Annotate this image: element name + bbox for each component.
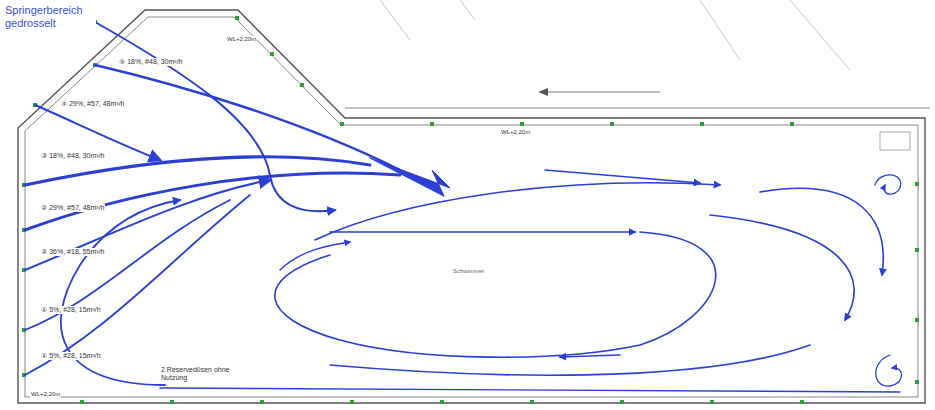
nozzle-label: ② 29%, #57, 48m³/h xyxy=(40,204,105,212)
nozzle-label: ④ 29%, #57, 48m³/h xyxy=(60,100,125,108)
level-label: WL+2,20m xyxy=(500,129,531,136)
nozzle-label: ② 36%, #18, 55m³/h xyxy=(40,248,105,256)
flow-arrows xyxy=(25,22,902,392)
level-label: WL+2,20m xyxy=(30,391,61,398)
area-note: Springerbereich gedrosselt xyxy=(4,4,96,29)
pool-outline xyxy=(18,10,930,403)
nozzle-label: ① 5%, #28, 15m³/h xyxy=(40,306,102,314)
area-label: Schwimmer xyxy=(452,268,485,275)
nozzle-label: ⑤ 18%, #48, 30m³/h xyxy=(118,58,183,66)
reserve-note: 2 Reservedüsen ohne Nutzung xyxy=(160,366,232,382)
site-lines xyxy=(380,0,850,70)
nozzle-label: ③ 18%, #48, 30m³/h xyxy=(40,152,105,160)
inlet-dots xyxy=(22,16,919,404)
level-label: WL+2,20m xyxy=(226,36,257,43)
nozzle-label: ① 5%, #28, 15m³/h xyxy=(40,352,102,360)
